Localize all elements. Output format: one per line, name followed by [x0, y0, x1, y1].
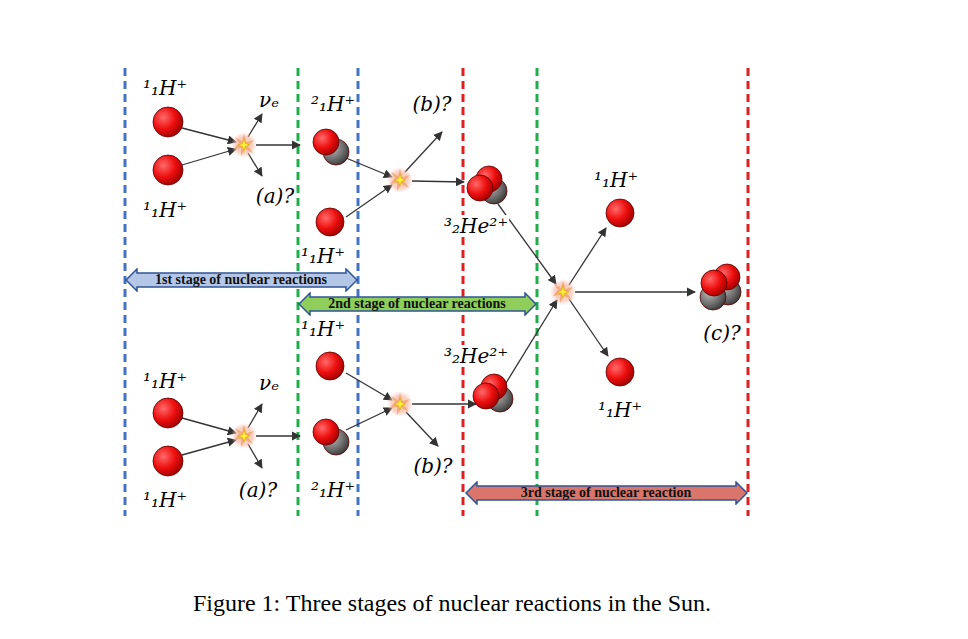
particle-label: ¹₁H⁺	[300, 245, 346, 267]
stage-label: 2nd stage of nuclear reactions	[298, 292, 537, 316]
particle-label: (c)?	[702, 322, 742, 344]
particle-label: νₑ	[258, 89, 280, 111]
stage-label: 1st stage of nuclear reactions	[125, 268, 358, 292]
arrow-outline	[299, 293, 536, 315]
particle-label: ¹₁H⁺	[597, 399, 643, 421]
particle-label: ¹₁H⁺	[142, 77, 188, 99]
stage-arrow: 1st stage of nuclear reactions	[125, 268, 358, 292]
particle-label: ²₁H⁺	[310, 479, 356, 501]
particle-label: ¹₁H⁺	[142, 489, 188, 511]
particle-label: ¹₁H⁺	[142, 370, 188, 392]
particle-label: ³₂He²⁺	[443, 215, 509, 237]
arrow-outline	[466, 482, 747, 504]
particle-label: ³₂He²⁺	[443, 345, 509, 367]
particle-label: ¹₁H⁺	[300, 318, 346, 340]
particle-label: ²₁H⁺	[310, 93, 356, 115]
arrow-outline	[126, 269, 357, 291]
figure-caption: Figure 1: Three stages of nuclear reacti…	[193, 590, 711, 617]
stage-arrow: 3rd stage of nuclear reaction	[465, 481, 748, 505]
stage-arrow: 2nd stage of nuclear reactions	[298, 292, 537, 316]
particle-label: (b)?	[412, 455, 453, 477]
particle-label: (a)?	[255, 185, 295, 207]
particle-label: ¹₁H⁺	[593, 169, 639, 191]
particle-label: νₑ	[258, 372, 280, 394]
particle-label: ¹₁H⁺	[142, 199, 188, 221]
stage-label: 3rd stage of nuclear reaction	[465, 481, 748, 505]
particle-label: (a)?	[238, 479, 278, 501]
particle-label: (b)?	[411, 93, 452, 115]
